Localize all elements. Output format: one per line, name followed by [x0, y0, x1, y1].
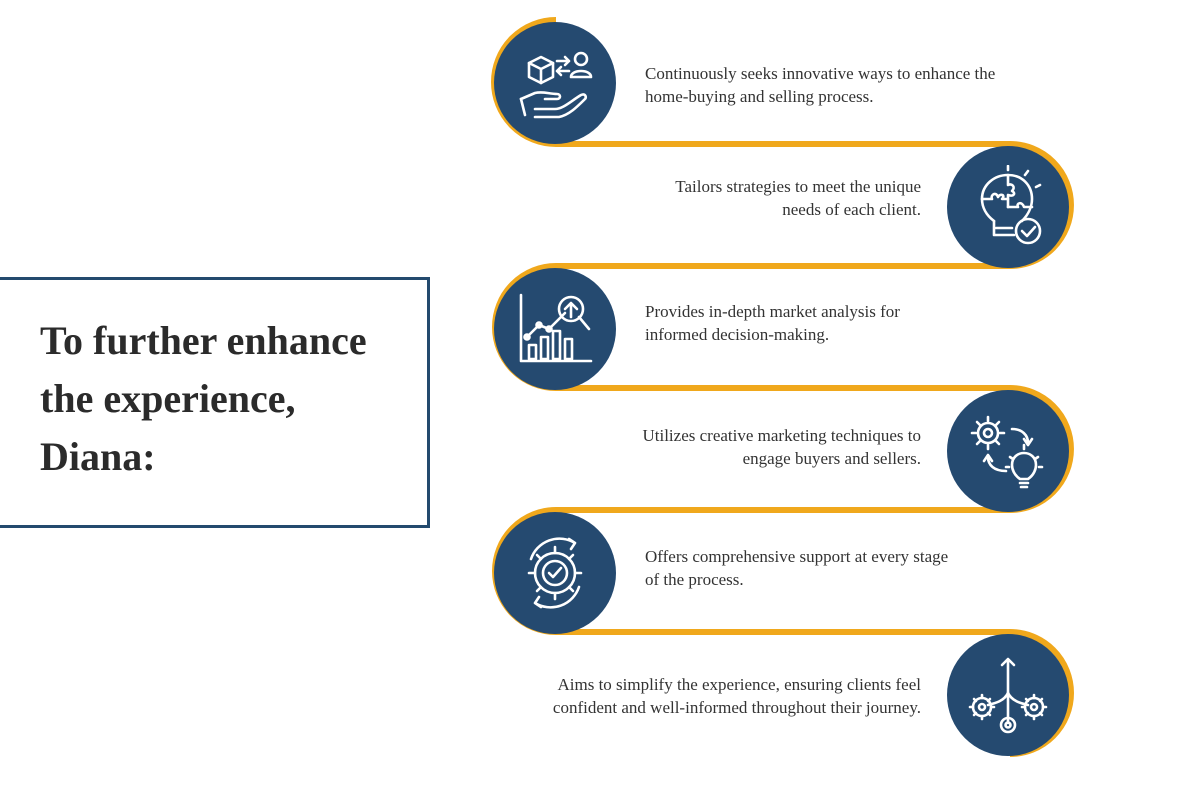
step-6-text: Aims to simplify the experience, ensurin… [553, 673, 921, 719]
gear-lightbulb-icon [970, 415, 1044, 489]
step-4-line-2: engage buyers and sellers. [742, 449, 921, 468]
step-3-circle [494, 268, 616, 390]
step-3-line-1: Provides in-depth market analysis for [645, 302, 900, 321]
step-4-text: Utilizes creative marketing techniques t… [642, 424, 921, 470]
heading-frame [0, 277, 430, 528]
step-4-line-1: Utilizes creative marketing techniques t… [642, 426, 921, 445]
step-6-line-1: Aims to simplify the experience, ensurin… [557, 675, 921, 694]
step-6-line-2: confident and well-informed throughout t… [552, 698, 921, 717]
heading-line-1: To further enhance [40, 318, 367, 363]
gear-check-icon [527, 537, 583, 609]
step-3-line-2: informed decision-making. [645, 325, 830, 344]
step-2-text: Tailors strategies to meet the unique ne… [675, 175, 921, 221]
step-3-text: Provides in-depth market analysis for in… [645, 300, 900, 346]
step-1-circle [494, 22, 616, 144]
step-5-line-2: of the process. [645, 570, 744, 589]
step-2-circle [947, 146, 1069, 268]
step-4-circle [947, 390, 1069, 512]
step-1-line-1: Continuously seeks innovative ways to en… [645, 64, 996, 83]
step-6-circle [947, 634, 1069, 756]
heading-line-3: Diana: [40, 434, 156, 479]
market-analysis-icon [519, 293, 593, 363]
step-2-line-1: Tailors strategies to meet the unique [675, 177, 921, 196]
step-2-line-2: needs of each client. [782, 200, 921, 219]
step-5-circle [494, 512, 616, 634]
property-exchange-icon [519, 51, 593, 119]
step-1-line-2: home-buying and selling process. [645, 87, 874, 106]
heading-line-2: the experience, [40, 376, 296, 421]
heading: To further enhance the experience, Diana… [40, 312, 420, 486]
step-5-text: Offers comprehensive support at every st… [645, 545, 948, 591]
puzzle-lightbulb-icon [980, 165, 1042, 245]
branching-gears-icon [968, 657, 1048, 734]
step-1-text: Continuously seeks innovative ways to en… [645, 62, 995, 108]
step-5-line-1: Offers comprehensive support at every st… [645, 547, 949, 566]
